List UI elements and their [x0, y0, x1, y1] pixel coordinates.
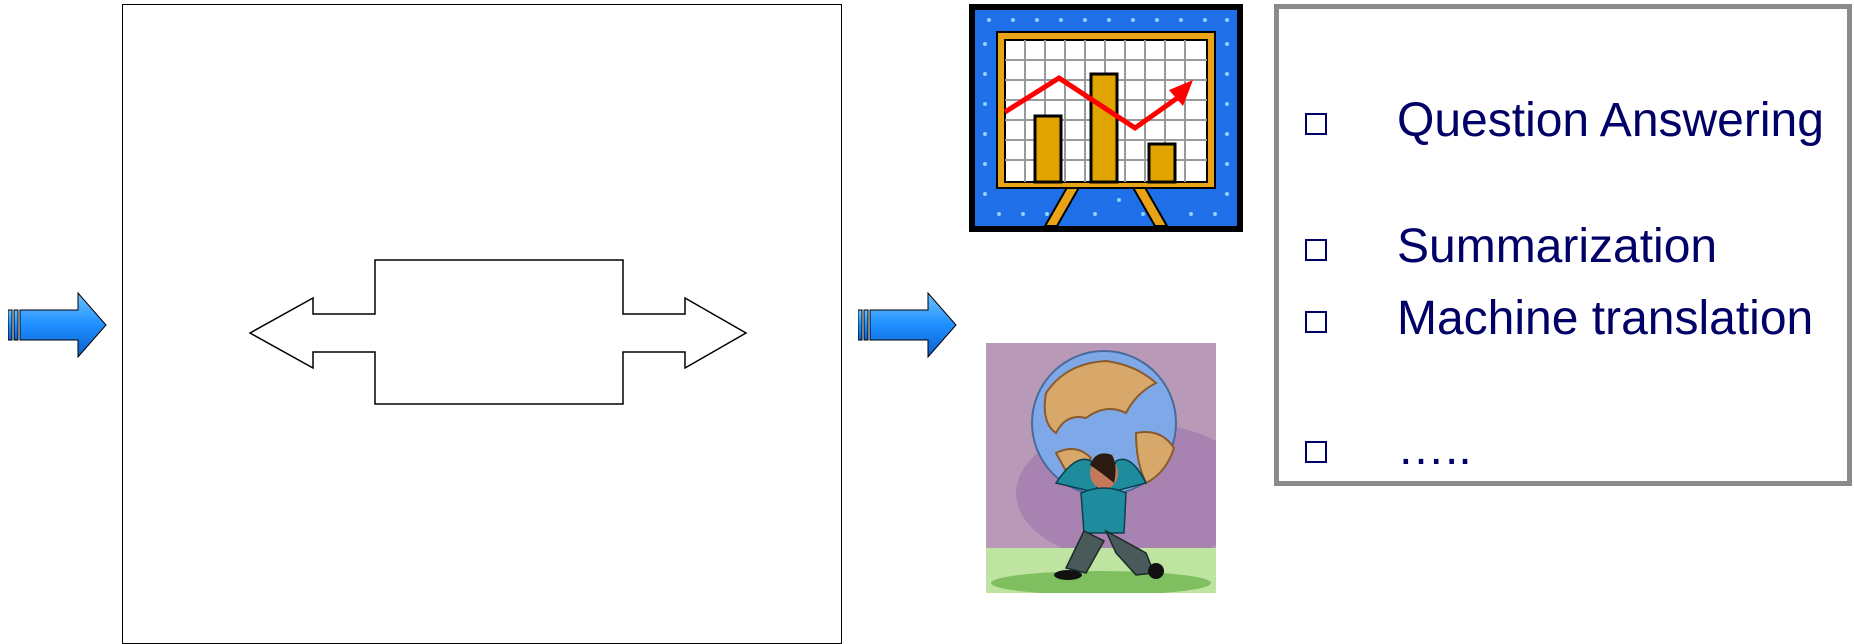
atlas-globe-clipart [986, 343, 1216, 593]
square-bullet-icon [1305, 239, 1327, 261]
application-label: Machine translation [1397, 292, 1814, 345]
application-label: Summarization [1397, 220, 1718, 273]
input-arrow-icon [8, 292, 107, 358]
list-item: Machine translation [1279, 291, 1839, 403]
application-label: Question Answering [1397, 94, 1824, 147]
list-item: Question Answering [1279, 93, 1839, 205]
square-bullet-icon [1305, 113, 1327, 135]
double-headed-arrow-icon [248, 259, 748, 405]
list-item: Summarization [1279, 219, 1839, 275]
square-bullet-icon [1305, 441, 1327, 463]
square-bullet-icon [1305, 311, 1327, 333]
applications-list: Question Answering Summarization Machine… [1274, 4, 1852, 486]
list-item: ….. [1279, 421, 1839, 477]
presentation-chart-clipart [969, 4, 1243, 232]
application-label: ….. [1397, 422, 1472, 475]
output-arrow-icon [858, 292, 957, 358]
